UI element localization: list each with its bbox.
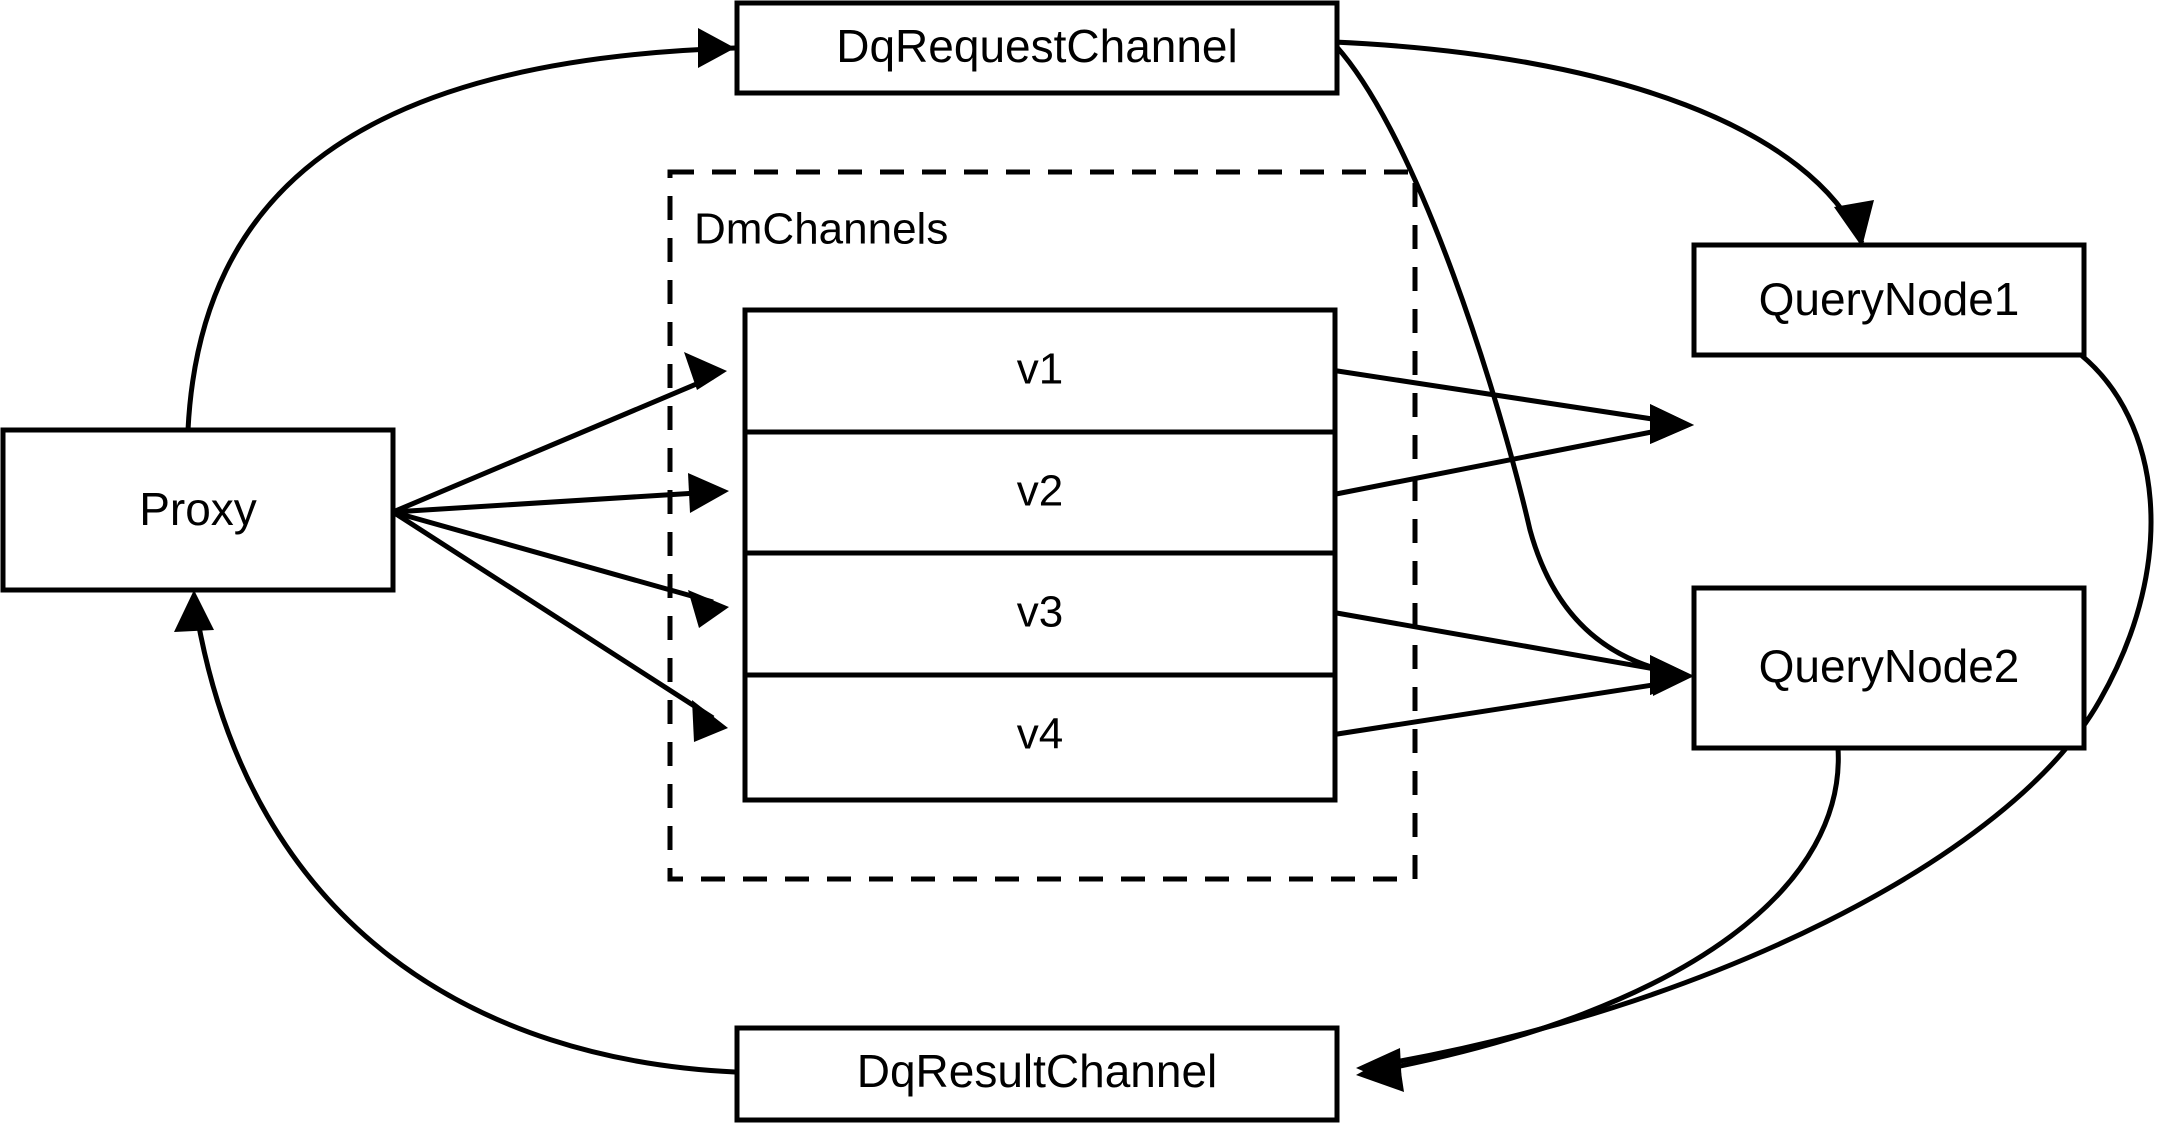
edge-proxy-to-v2: [392, 473, 729, 515]
node-dqresultchannel-box: [734, 1025, 1340, 1123]
dmchannels-group-label: DmChannels: [694, 205, 948, 254]
node-proxy-box: [0, 427, 396, 593]
node-dqrequestchannel-box: [734, 0, 1340, 96]
edge-dqrequestchannel-to-querynode1: [1333, 39, 1874, 247]
node-dqrequestchannel[interactable]: DqRequestChannel: [734, 0, 1340, 96]
node-querynode1[interactable]: QueryNode1: [1691, 242, 2087, 358]
node-querynode1-label: QueryNode1: [1759, 273, 2020, 325]
arrow-head-icon: [688, 473, 729, 513]
dmchannels-group: DmChannels: [667, 169, 1418, 882]
node-querynode2-label: QueryNode2: [1759, 640, 2020, 692]
node-dqresultchannel[interactable]: DqResultChannel: [734, 1025, 1340, 1123]
edge-dqresultchannel-to-proxy: [174, 590, 736, 1075]
node-querynode2[interactable]: QueryNode2: [1691, 585, 2087, 751]
node-dqresultchannel-label: DqResultChannel: [857, 1045, 1218, 1097]
edge-proxy-to-v1: [392, 352, 727, 515]
node-querynode2-box: [1691, 585, 2087, 751]
edge-v2-to-querynode1: [1330, 404, 1694, 498]
arrow-head-icon: [1834, 200, 1874, 247]
arrow-head-icon: [692, 700, 728, 742]
arrow-head-icon: [1650, 404, 1694, 444]
channel-row-v4[interactable]: v4: [1017, 710, 1063, 759]
node-proxy-label: Proxy: [139, 483, 257, 535]
edge-v4-to-querynode2: [1330, 655, 1694, 738]
channel-row-v1[interactable]: v1: [1017, 345, 1063, 394]
edge-dqrequestchannel-to-querynode2: [1334, 44, 1694, 696]
arrow-head-icon: [698, 28, 735, 68]
arrow-head-icon: [1650, 655, 1694, 695]
arrow-head-icon: [688, 590, 729, 628]
channel-table[interactable]: v1 v2 v3 v4: [742, 307, 1338, 803]
node-querynode1-box: [1691, 242, 2087, 358]
edge-proxy-to-v4: [391, 509, 728, 742]
edge-querynode2-to-dqresultchannel: [1356, 747, 1841, 1092]
arrow-head-icon: [684, 352, 727, 390]
channel-row-v2[interactable]: v2: [1017, 467, 1063, 516]
dmchannels-group-border: [667, 169, 1418, 882]
edge-v3-to-querynode2: [1330, 609, 1694, 695]
arrow-head-icon: [174, 590, 214, 632]
node-dqrequestchannel-label: DqRequestChannel: [836, 20, 1238, 72]
channel-row-v3[interactable]: v3: [1017, 588, 1063, 637]
arrow-head-icon: [1356, 1052, 1404, 1092]
edge-proxy-to-v3: [392, 509, 729, 628]
node-proxy[interactable]: Proxy: [0, 427, 396, 593]
edge-proxy-to-dqrequestchannel: [185, 28, 736, 431]
